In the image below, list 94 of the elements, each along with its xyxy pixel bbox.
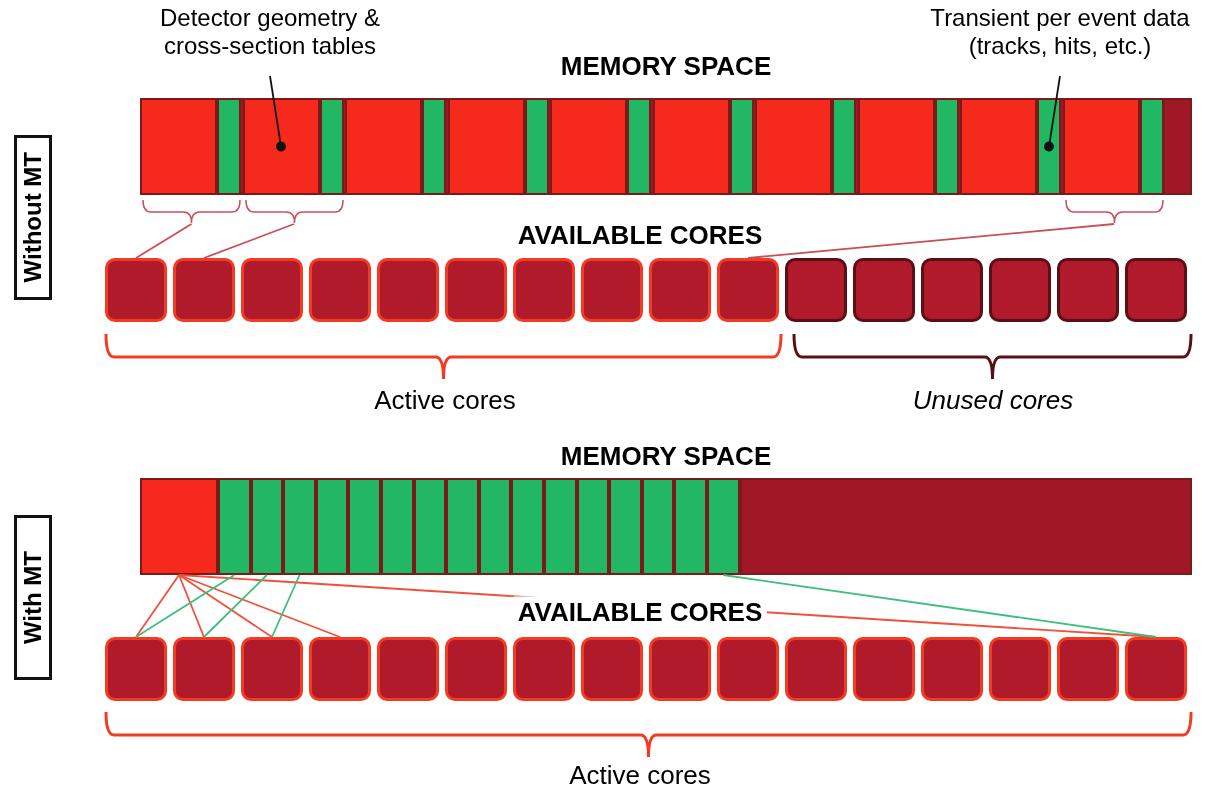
connector-line xyxy=(203,574,268,638)
core-box xyxy=(649,258,711,322)
core-box xyxy=(173,637,235,701)
core-box xyxy=(853,637,915,701)
core-box xyxy=(105,258,167,322)
section-label: With MT xyxy=(19,550,47,645)
memory-block xyxy=(413,478,447,575)
memory-block xyxy=(740,478,1192,575)
core-box xyxy=(241,258,303,322)
connector-line xyxy=(178,574,205,638)
core-box xyxy=(377,637,439,701)
core-box xyxy=(785,637,847,701)
core-box xyxy=(377,258,439,322)
memory-block xyxy=(446,478,479,575)
core-box xyxy=(173,258,235,322)
core-box xyxy=(513,637,575,701)
label-box xyxy=(14,135,52,300)
memory-block xyxy=(550,98,627,195)
annotation-text: Detector geometry & cross-section tables xyxy=(145,4,395,76)
memory-block xyxy=(1062,98,1140,195)
core-box xyxy=(105,637,167,701)
connector-line xyxy=(178,574,273,638)
memory-block xyxy=(857,98,935,195)
connector-line xyxy=(747,223,1115,259)
memory-block xyxy=(217,98,241,195)
core-box xyxy=(921,637,983,701)
label-box xyxy=(14,515,52,680)
core-box xyxy=(853,258,915,322)
memory-block xyxy=(242,98,320,195)
section-heading: MEMORY SPACE xyxy=(560,441,772,472)
connector-line xyxy=(135,574,180,638)
connector-line xyxy=(135,574,236,638)
core-box xyxy=(989,258,1051,322)
memory-block xyxy=(218,478,251,575)
core-box xyxy=(309,637,371,701)
memory-block xyxy=(576,478,610,575)
section-heading: MEMORY SPACE xyxy=(560,51,772,82)
memory-block xyxy=(729,98,754,195)
memory-block xyxy=(832,98,856,195)
memory-block xyxy=(652,98,730,195)
core-box xyxy=(445,637,507,701)
connector-line xyxy=(135,223,193,259)
memory-block xyxy=(934,98,959,195)
memory-block xyxy=(641,478,675,575)
memory-block xyxy=(524,98,549,195)
core-box xyxy=(921,258,983,322)
leader-line xyxy=(1044,75,1061,152)
core-box xyxy=(717,637,779,701)
memory-block xyxy=(755,98,832,195)
section-label: Without MT xyxy=(19,152,47,283)
annotation-text: Transient per event data (tracks, hits, etc.) xyxy=(915,4,1205,76)
connector-line xyxy=(203,223,295,259)
core-box xyxy=(717,258,779,322)
connector-line xyxy=(722,574,1157,638)
core-box xyxy=(989,637,1051,701)
leader-line xyxy=(269,75,286,152)
core-box xyxy=(513,258,575,322)
core-box xyxy=(445,258,507,322)
core-box xyxy=(1125,637,1187,701)
memory-block xyxy=(348,478,381,575)
core-box xyxy=(1057,258,1119,322)
core-box xyxy=(241,637,303,701)
memory-block xyxy=(544,478,577,575)
core-box xyxy=(785,258,847,322)
core-box xyxy=(309,258,371,322)
memory-block xyxy=(1037,98,1061,195)
memory-block xyxy=(447,98,525,195)
memory-block xyxy=(511,478,544,575)
core-box xyxy=(581,258,643,322)
memory-block xyxy=(319,98,344,195)
memory-block xyxy=(1139,98,1164,195)
memory-block xyxy=(345,98,422,195)
memory-block xyxy=(960,98,1037,195)
memory-block xyxy=(140,478,218,575)
memory-block xyxy=(315,478,349,575)
memory-block xyxy=(674,478,707,575)
core-box xyxy=(581,637,643,701)
memory-block xyxy=(422,98,446,195)
memory-block xyxy=(707,478,740,575)
core-box xyxy=(1057,637,1119,701)
memory-block xyxy=(1163,98,1192,195)
memory-block xyxy=(627,98,651,195)
memory-block xyxy=(478,478,512,575)
memory-block xyxy=(140,98,217,195)
memory-block xyxy=(283,478,316,575)
memory-block xyxy=(381,478,414,575)
curly-brace xyxy=(142,200,241,224)
curly-brace xyxy=(1064,200,1164,224)
memory-block xyxy=(250,478,284,575)
connector-line xyxy=(271,574,301,638)
core-box xyxy=(1125,258,1187,322)
core-box xyxy=(649,637,711,701)
memory-block xyxy=(609,478,642,575)
curly-brace xyxy=(244,200,344,224)
